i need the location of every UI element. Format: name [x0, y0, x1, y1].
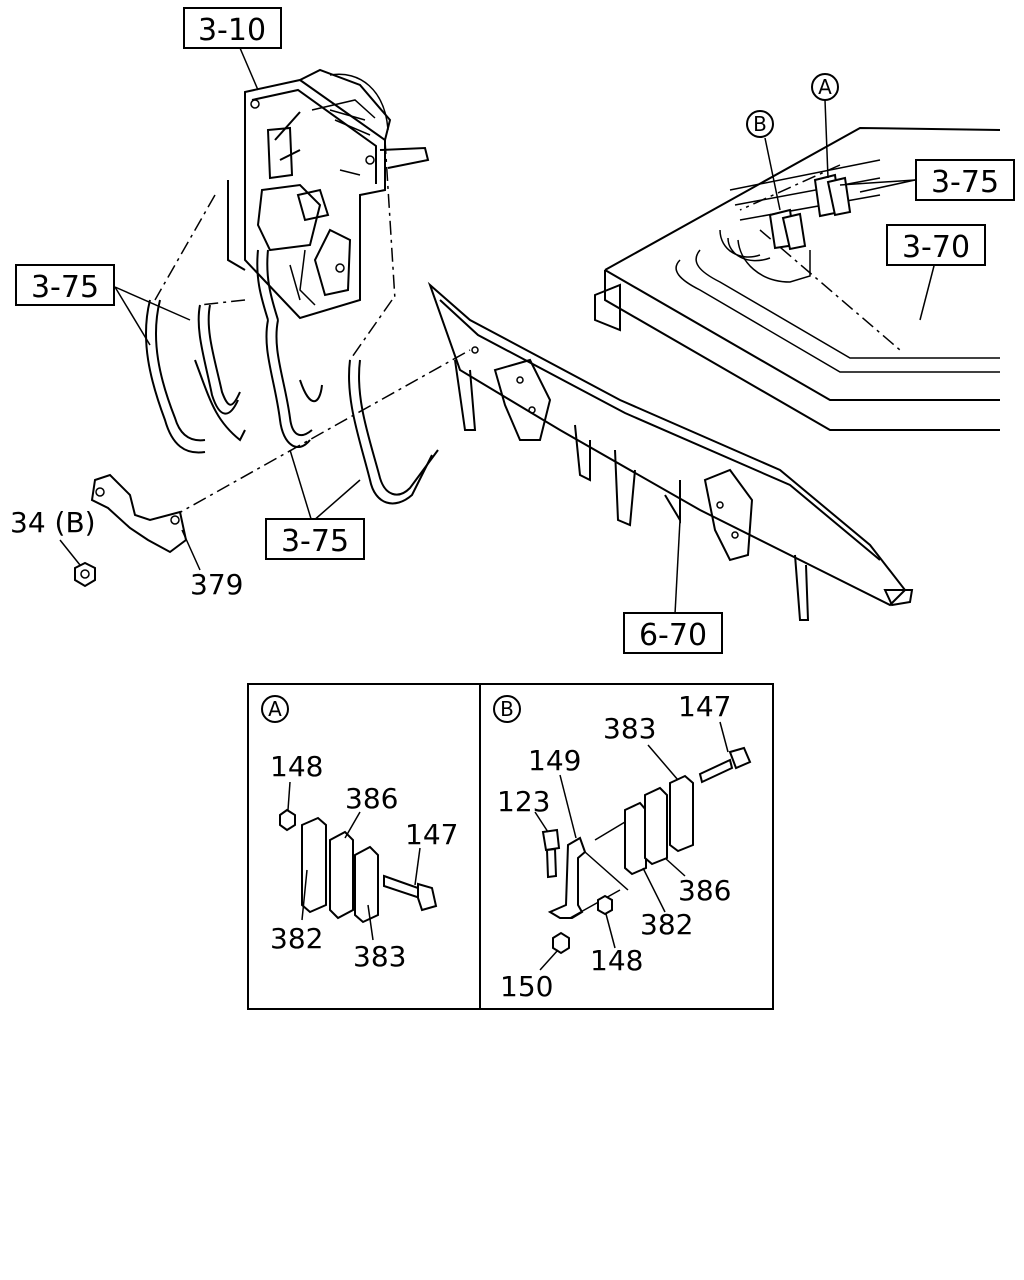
part-label-379: 379	[190, 568, 243, 601]
ref-box-3-75-right[interactable]: 3-75	[915, 159, 1015, 201]
callout-a-letter: A	[818, 75, 832, 99]
callout-a: A	[811, 73, 839, 101]
detail-b-panel: B 383 147 149 123 386 382 148 150	[493, 690, 752, 1003]
ref-label-3-75-left: 3-75	[31, 270, 99, 305]
ref-box-6-70[interactable]: 6-70	[623, 612, 723, 654]
clamp-383-icon	[354, 845, 379, 924]
detail-b-label-382: 382	[640, 908, 693, 941]
clamp-386b-icon	[644, 786, 668, 866]
detail-a-marker: A	[268, 697, 282, 721]
dash-dot-leaders	[154, 139, 901, 519]
nut-150-icon	[552, 931, 570, 955]
clamp-383b-icon	[669, 774, 694, 853]
detail-b-marker: B	[500, 697, 514, 721]
clamp-382-icon	[301, 816, 327, 914]
ref-label-3-75-bottom: 3-75	[281, 524, 349, 559]
detail-b-label-148: 148	[590, 944, 643, 977]
detail-b-label-149: 149	[528, 744, 581, 777]
leader-lines	[59, 47, 936, 615]
detail-b-label-147: 147	[678, 690, 731, 723]
frame-corner-drawing	[594, 126, 1001, 431]
clamp-382b-icon	[624, 801, 647, 876]
bolt-123-icon	[541, 828, 561, 852]
ref-label-3-75-right: 3-75	[931, 165, 999, 200]
nut-148-icon	[279, 808, 296, 832]
callout-b-letter: B	[753, 112, 767, 136]
nut-148b-icon	[597, 894, 613, 916]
detail-a-label-383: 383	[353, 940, 406, 973]
ref-box-3-75-bottom[interactable]: 3-75	[265, 518, 365, 560]
ref-label-6-70: 6-70	[639, 618, 707, 653]
callout-b: B	[746, 110, 774, 138]
ref-box-3-75-left[interactable]: 3-75	[15, 264, 115, 306]
ref-box-3-70[interactable]: 3-70	[886, 224, 986, 266]
ref-label-3-10: 3-10	[198, 13, 266, 48]
detail-a-label-147: 147	[405, 818, 458, 851]
ref-box-3-10[interactable]: 3-10	[183, 7, 282, 49]
frame-crossmember-drawing	[427, 281, 914, 621]
part-label-34b: 34 (B)	[10, 506, 96, 539]
detail-a-label-148: 148	[270, 750, 323, 783]
detail-a-label-386: 386	[345, 782, 398, 815]
clamp-386-icon	[329, 830, 354, 920]
detail-a-label-382: 382	[270, 922, 323, 955]
hose-pipes-left	[145, 249, 439, 505]
valve-assembly-drawing	[227, 68, 430, 320]
bolt-147-icon	[383, 874, 422, 900]
detail-panel-frame	[247, 683, 774, 1010]
ref-label-3-70: 3-70	[902, 230, 970, 265]
detail-b-label-386: 386	[678, 874, 731, 907]
detail-a-panel: A 148 386 147 382 383	[261, 695, 458, 973]
detail-b-label-123: 123	[497, 785, 550, 818]
detail-b-label-383: 383	[603, 712, 656, 745]
detail-b-label-150: 150	[500, 970, 553, 1003]
bolt-147b-icon	[698, 758, 734, 784]
